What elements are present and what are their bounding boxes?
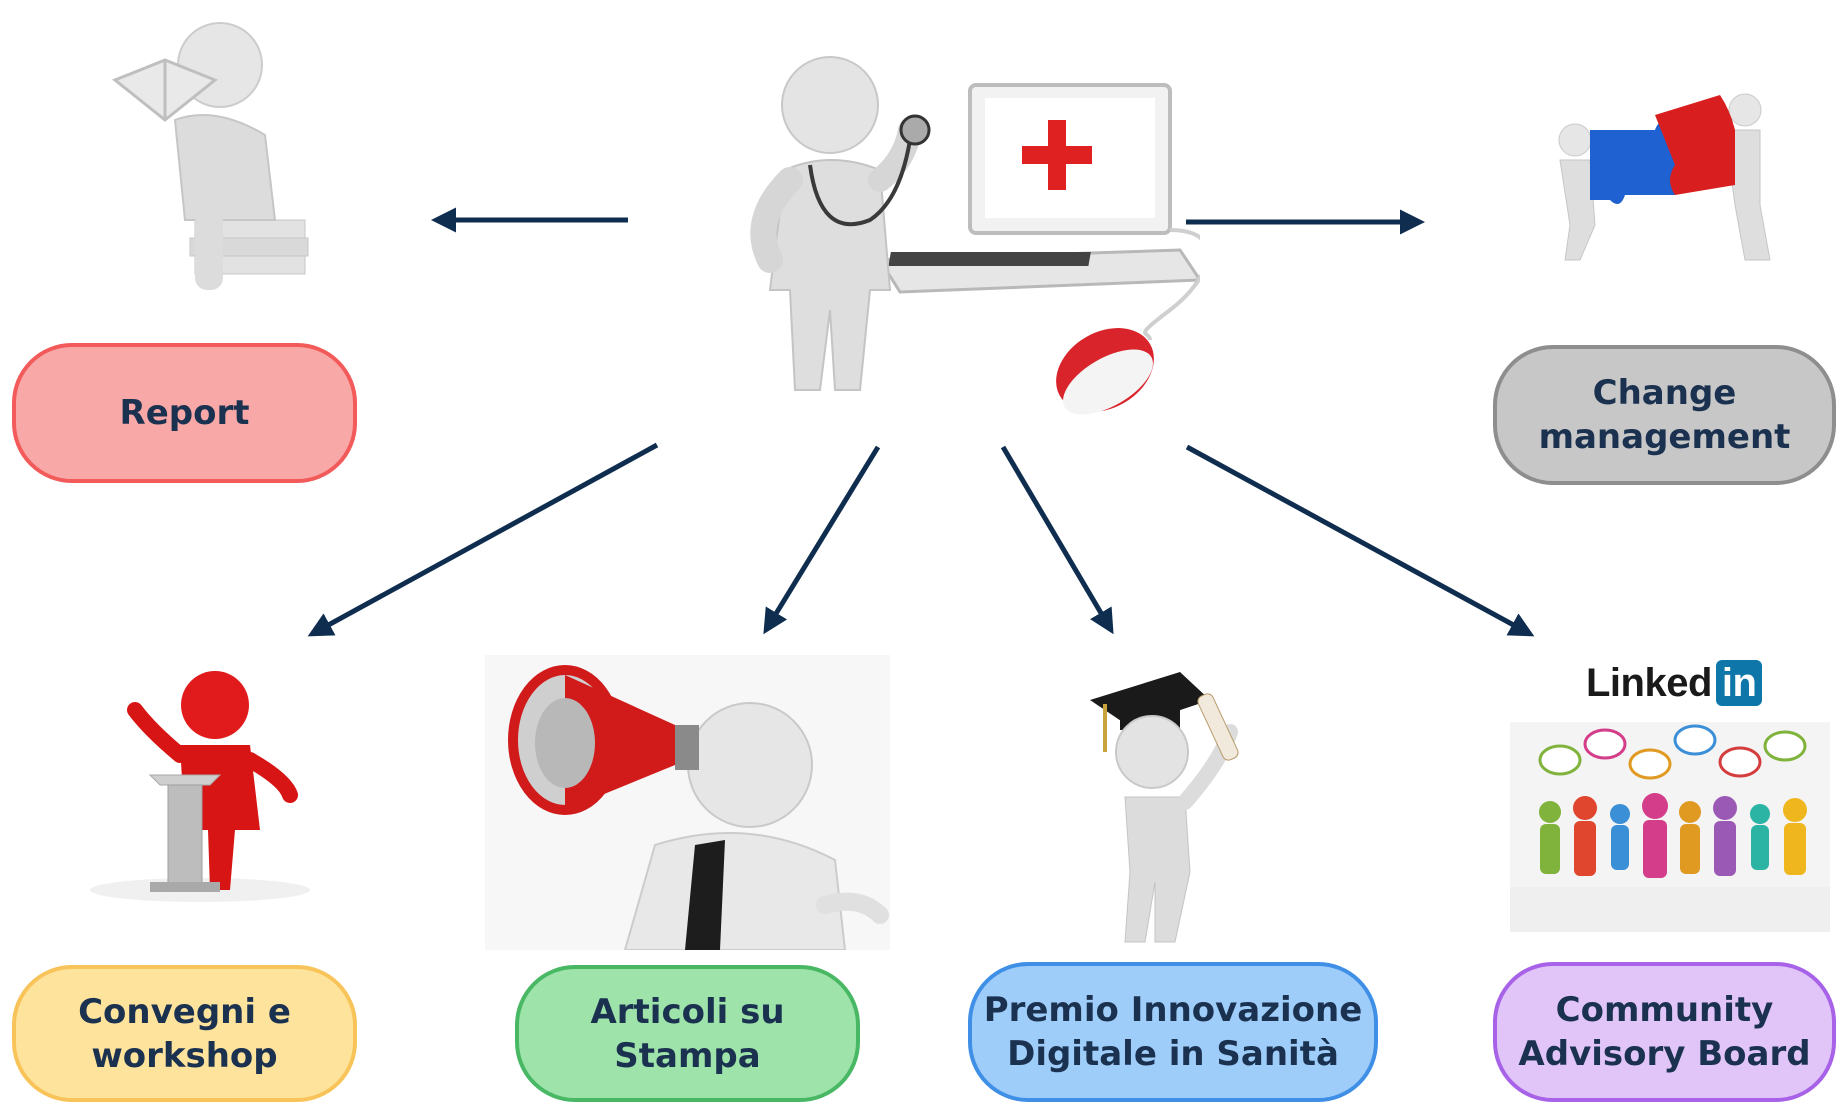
arrow-to-articoli bbox=[763, 445, 881, 635]
arrow-to-premio bbox=[1000, 445, 1114, 635]
report-pill: Report bbox=[12, 343, 357, 483]
arrow-to-convegni bbox=[307, 442, 659, 637]
puzzle-figures-icon bbox=[1558, 93, 1771, 261]
linkedin-badge: in bbox=[1715, 660, 1763, 706]
convegni-pill: Convegni e workshop bbox=[12, 965, 357, 1102]
change-management-label: Change management bbox=[1538, 373, 1791, 457]
speaker-at-podium-icon bbox=[90, 671, 310, 902]
graduate-figure-icon bbox=[1090, 672, 1239, 943]
community-label: Community Advisory Board bbox=[1518, 990, 1811, 1074]
doctor-with-laptop-icon bbox=[750, 56, 1200, 415]
articoli-pill: Articoli su Stampa bbox=[515, 965, 860, 1102]
reading-figure-icon bbox=[112, 22, 309, 290]
change-management-pill: Change management bbox=[1493, 345, 1836, 485]
articoli-label: Articoli su Stampa bbox=[590, 991, 785, 1076]
premio-label: Premio Innovazione Digitale in Sanità bbox=[983, 990, 1363, 1074]
speech-bubble-crowd-icon bbox=[1510, 722, 1830, 932]
community-pill: Community Advisory Board bbox=[1493, 962, 1836, 1102]
arrow-to-community bbox=[1185, 444, 1535, 637]
report-label: Report bbox=[119, 393, 250, 433]
premio-pill: Premio Innovazione Digitale in Sanità bbox=[968, 962, 1378, 1102]
megaphone-figure-icon bbox=[485, 655, 890, 950]
linkedin-text: Linked bbox=[1586, 660, 1712, 705]
convegni-label: Convegni e workshop bbox=[78, 991, 291, 1076]
